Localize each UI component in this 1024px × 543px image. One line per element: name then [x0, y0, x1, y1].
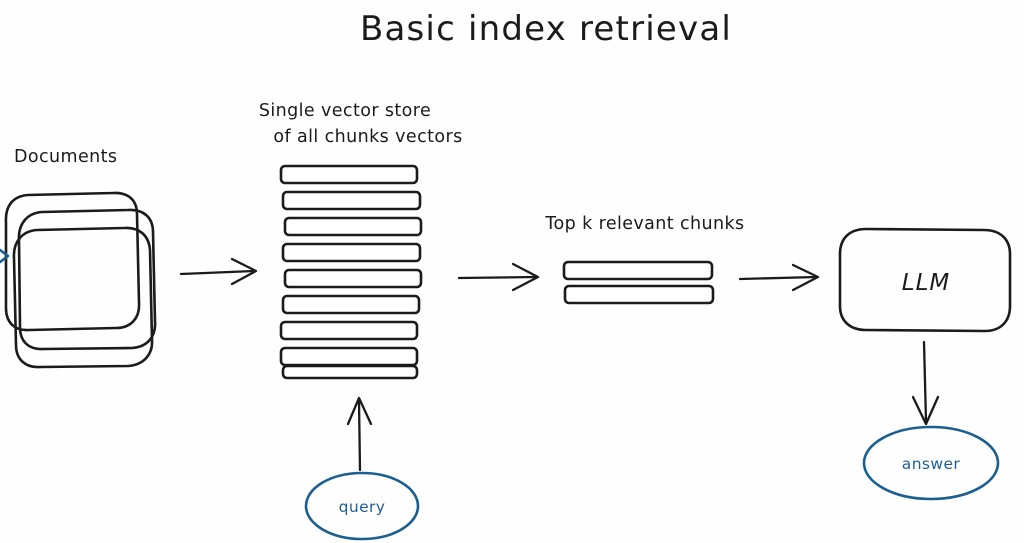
answer-ellipse: [862, 425, 1000, 501]
chunk-bar: [283, 268, 423, 289]
arrow-chunks-to-llm: [738, 263, 820, 292]
answer-node: answer: [862, 425, 1000, 501]
vector-store-chunks: [279, 164, 423, 380]
query-label: query: [339, 498, 386, 516]
query-ellipse: [304, 471, 420, 541]
chunk-bar: [283, 216, 423, 237]
arrow-llm-to-answer: [911, 340, 940, 426]
llm-node: LLM: [838, 227, 1012, 333]
arrow-documents-to-store: [179, 257, 258, 286]
chunk-bar: [281, 364, 419, 380]
llm-box: [838, 227, 1012, 333]
edge-marker-icon: [0, 248, 10, 264]
top-k-label: Top k relevant chunks: [544, 214, 744, 234]
query-node: query: [304, 471, 420, 541]
llm-label: LLM: [902, 270, 950, 296]
documents-label: Documents: [14, 147, 117, 167]
arrow-query-to-store: [346, 396, 373, 472]
chunk-bar: [281, 190, 422, 211]
retrieved-chunk-bar: [563, 284, 715, 305]
arrow-store-to-chunks: [457, 262, 540, 292]
chunk-bar: [279, 346, 419, 367]
document-sheet-back: [4, 191, 141, 332]
document-sheet-middle: [17, 208, 157, 351]
answer-label: answer: [902, 455, 961, 473]
chunk-bar: [281, 294, 421, 315]
vector-store-label-line2: of all chunks vectors: [273, 127, 462, 147]
chunk-bar: [279, 164, 419, 185]
vector-store-label-line1: Single vector store: [259, 101, 431, 121]
chunk-bar: [281, 242, 422, 263]
diagram-title: Basic index retrieval: [360, 9, 732, 49]
documents-stack: [0, 191, 157, 369]
retrieved-chunk-bar: [562, 260, 714, 281]
retrieved-chunks: [562, 260, 715, 305]
chunk-bar: [279, 320, 419, 341]
document-sheet-front: [12, 226, 154, 369]
